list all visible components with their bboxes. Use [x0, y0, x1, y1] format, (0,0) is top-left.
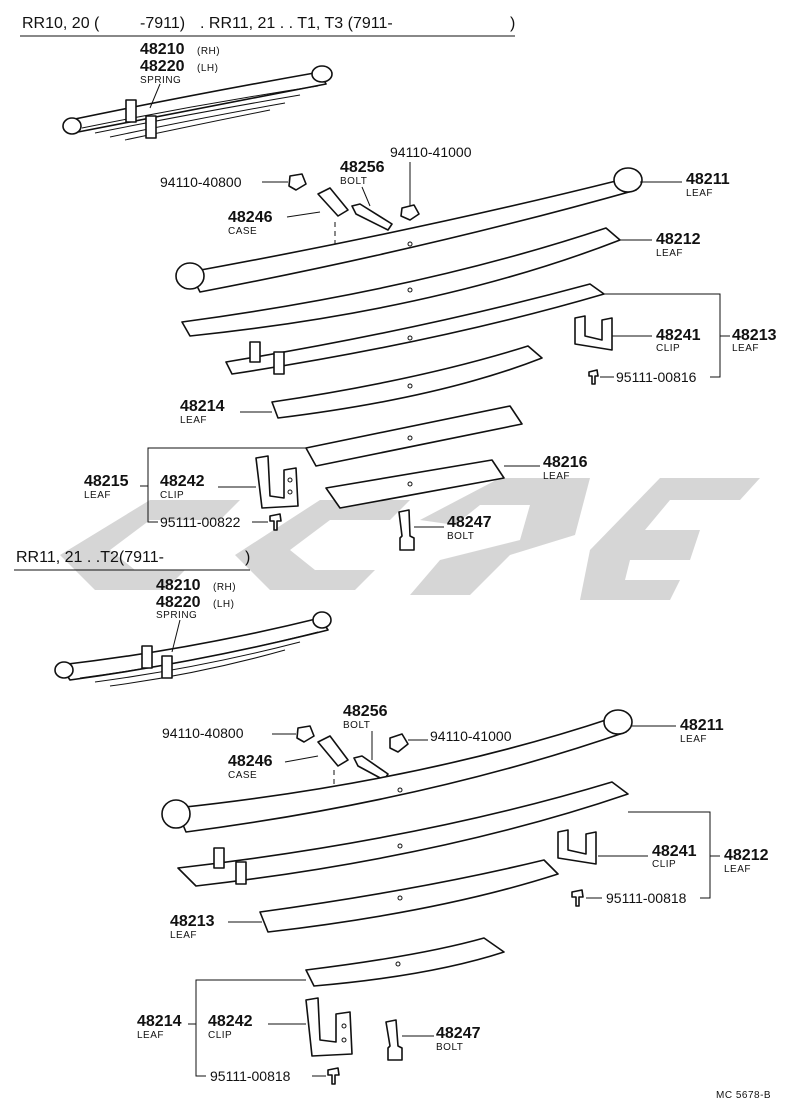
top-nut-left: 94110-40800 — [160, 174, 242, 190]
bolt-bottom-center-icon — [353, 755, 389, 781]
clip-bottom-48241-icon — [557, 829, 597, 865]
spring-top-lh: (LH) — [197, 63, 218, 74]
header-top-prefix: RR10, 20 ( — [22, 15, 100, 32]
header-top: RR10, 20 ( -7911) . RR11, 21 . . T1, T3 … — [20, 15, 515, 37]
bottom-leaf2-part: 48212 — [724, 847, 769, 864]
bottom-leaf-48212 — [177, 781, 629, 887]
bottom-leaf3-part: 48213 — [170, 913, 215, 930]
bottom-clip2-label: CLIP — [208, 1030, 232, 1041]
header-top-close: ) — [510, 15, 515, 32]
bottom-bolt-bottom-label: BOLT — [436, 1042, 463, 1053]
bottom-leaf3-label: LEAF — [170, 930, 197, 941]
top-leaf4-part: 48214 — [180, 398, 225, 415]
rivet-bottom-95111b-icon — [327, 1067, 340, 1085]
top-case-part: 48246 — [228, 209, 273, 226]
bottom-clip2-part: 48242 — [208, 1013, 253, 1030]
nut-bottom-left-icon — [296, 725, 315, 743]
rivet-top-95111-icon — [588, 369, 599, 385]
nut-top-right-icon — [400, 204, 420, 221]
bottom-leaf4-label: LEAF — [137, 1030, 164, 1041]
top-nut-right: 94110-41000 — [390, 144, 472, 160]
top-bolt-center-label: BOLT — [340, 176, 367, 187]
spring-top-label: SPRING — [140, 75, 181, 86]
bottom-nut-right: 94110-41000 — [430, 728, 512, 744]
top-bolt-bottom-part: 48247 — [447, 514, 492, 531]
figure-code: MC 5678-B — [716, 1090, 771, 1101]
top-case-label: CASE — [228, 226, 257, 237]
spring-top-part-rh: 48210 — [140, 41, 185, 58]
bolt-top-48247-icon — [398, 509, 415, 551]
top-clip2-part: 48242 — [160, 473, 205, 490]
clip-top-48242-icon — [255, 455, 299, 509]
top-bolt-bottom-label: BOLT — [447, 531, 474, 542]
top-leaf2-label: LEAF — [656, 248, 683, 259]
bottom-leaf1-label: LEAF — [680, 734, 707, 745]
top-leaf1-part: 48211 — [686, 171, 730, 188]
spring-assembly-top — [62, 65, 333, 141]
header-top-suffix: . RR11, 21 . . T1, T3 (7911- — [200, 15, 393, 32]
header-mid-prefix: RR11, 21 . .T2(7911- — [16, 549, 164, 566]
clip-bottom-48242-icon — [305, 997, 353, 1057]
header-mid-close: ) — [245, 549, 250, 566]
top-leaf6-label: LEAF — [543, 471, 570, 482]
top-leaf3-label: LEAF — [732, 343, 759, 354]
case-top-icon — [317, 187, 349, 217]
top-leaf3-part: 48213 — [732, 327, 777, 344]
top-leaf5-label: LEAF — [84, 490, 111, 501]
top-rivet1: 95111-00816 — [616, 369, 697, 385]
spring-mid-part-lh: 48220 — [156, 594, 201, 611]
spring-mid-rh: (RH) — [213, 582, 236, 593]
bottom-leaf-48213 — [259, 859, 559, 933]
top-leaf5-part: 48215 — [84, 473, 129, 490]
bottom-leaf4-part: 48214 — [137, 1013, 182, 1030]
top-leaf-48211 — [175, 167, 643, 293]
top-leaf6-part: 48216 — [543, 454, 588, 471]
spring-mid-part-rh: 48210 — [156, 577, 201, 594]
bottom-rivet2: 95111-00818 — [210, 1068, 291, 1084]
top-leaf1-label: LEAF — [686, 188, 713, 199]
nut-bottom-right-icon — [389, 733, 409, 753]
bottom-leaf-48211 — [161, 709, 633, 833]
spring-mid-lh: (LH) — [213, 599, 234, 610]
top-leaf-48214 — [271, 345, 543, 419]
bottom-leaf2-label: LEAF — [724, 864, 751, 875]
top-clip2-label: CLIP — [160, 490, 184, 501]
top-clip1-part: 48241 — [656, 327, 701, 344]
bottom-clip1-label: CLIP — [652, 859, 676, 870]
bottom-nut-left: 94110-40800 — [162, 725, 244, 741]
top-leaf2-part: 48212 — [656, 231, 701, 248]
bottom-case-part: 48246 — [228, 753, 273, 770]
clip-top-48241-icon — [574, 315, 613, 351]
bottom-leaf1-part: 48211 — [680, 717, 724, 734]
bolt-bottom-48247-icon — [385, 1019, 403, 1061]
bottom-bolt-center-label: BOLT — [343, 720, 370, 731]
spring-assembly-mid — [54, 611, 332, 687]
header-mid: RR11, 21 . .T2(7911- ) — [14, 549, 250, 571]
bottom-case-label: CASE — [228, 770, 257, 781]
top-leaf4-label: LEAF — [180, 415, 207, 426]
bottom-bolt-center-part: 48256 — [343, 703, 388, 720]
nut-top-left-icon — [288, 173, 307, 191]
top-leaf-48212 — [181, 227, 621, 337]
top-rivet2: 95111-00822 — [160, 514, 241, 530]
spring-top-part-lh: 48220 — [140, 58, 185, 75]
watermark-logo-icon — [60, 478, 760, 600]
bottom-rivet1: 95111-00818 — [606, 890, 687, 906]
top-bolt-center-part: 48256 — [340, 159, 385, 176]
bolt-top-center-icon — [351, 203, 393, 231]
top-leaf-48215 — [305, 405, 523, 467]
spring-mid-label: SPRING — [156, 610, 197, 621]
bottom-bolt-bottom-part: 48247 — [436, 1025, 481, 1042]
top-leaf-48216 — [325, 459, 505, 509]
header-top-range: -7911) — [140, 15, 185, 32]
rivet-top-95111b-icon — [269, 513, 282, 531]
case-bottom-icon — [317, 735, 349, 767]
rivet-bottom-95111-icon — [571, 889, 584, 907]
bottom-leaf-48214 — [305, 937, 505, 987]
spring-top-rh: (RH) — [197, 46, 220, 57]
bottom-clip1-part: 48241 — [652, 843, 697, 860]
top-clip1-label: CLIP — [656, 343, 680, 354]
